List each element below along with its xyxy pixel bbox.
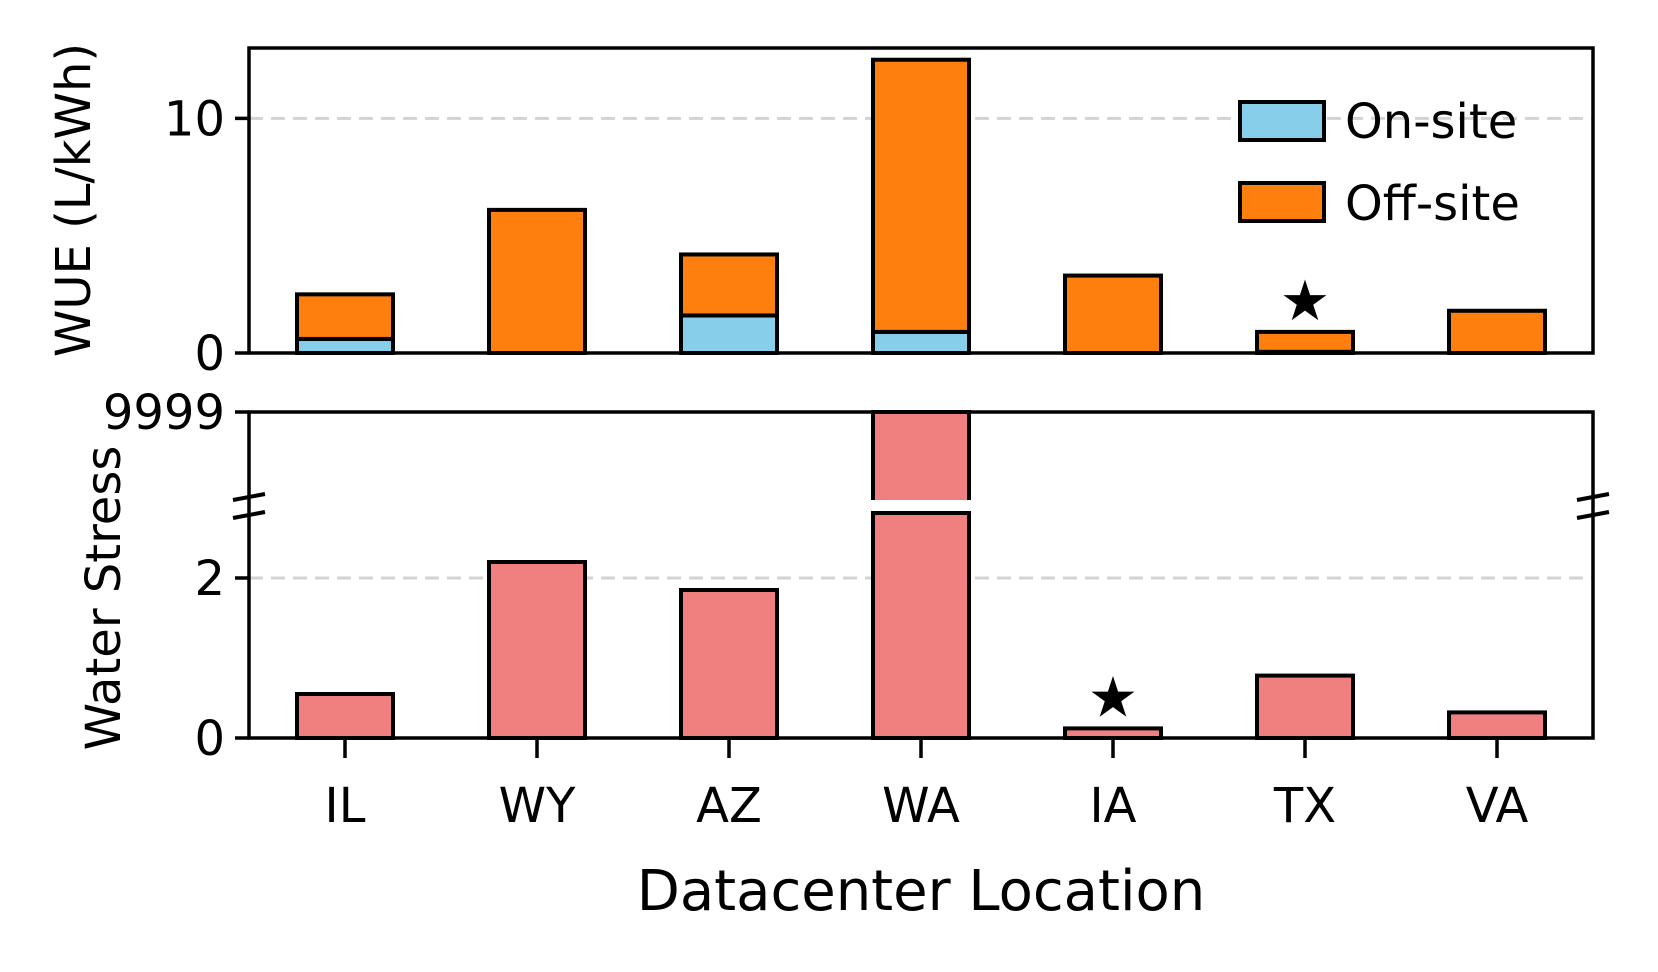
bar-water-stress-tx — [1255, 673, 1355, 740]
bar-water-stress-va — [1447, 710, 1547, 741]
x-tick-label-wa: WA — [882, 778, 960, 834]
star-icon: ★ — [1088, 665, 1138, 730]
bar-water-stress-il — [295, 692, 395, 740]
x-tick-label-wy: WY — [499, 778, 576, 834]
star-icon: ★ — [1280, 269, 1330, 334]
bottom-y-axis-label: Water Stress — [76, 446, 132, 751]
bar-off-site-ia — [1063, 273, 1163, 356]
top-y-tick-label-10: 10 — [164, 91, 225, 147]
bottom-y-ticks: 0 2 9999 — [103, 385, 249, 767]
x-axis-label: Datacenter Location — [637, 859, 1206, 924]
bar-on-site-az — [679, 313, 779, 356]
x-tick-label-ia: IA — [1090, 778, 1137, 834]
top-y-ticks: 0 10 — [164, 91, 249, 382]
bar-break-gap-wa — [870, 500, 972, 511]
bottom-y-tick-label-9999: 9999 — [103, 385, 225, 441]
bar-off-site-az — [679, 252, 779, 318]
bar-off-site-tx — [1255, 329, 1355, 354]
top-annotations: ★ — [1280, 269, 1330, 334]
bottom-bars — [295, 410, 1547, 741]
x-tick-label-il: IL — [325, 778, 366, 834]
bar-water-stress-wy — [487, 560, 587, 740]
top-plot-frame — [247, 46, 1595, 355]
x-tick-label-va: VA — [1466, 778, 1529, 834]
top-bars — [295, 57, 1547, 356]
axis-break-marks — [232, 492, 1610, 520]
bar-water-stress-az — [679, 588, 779, 740]
top-y-tick-label-0: 0 — [194, 326, 225, 382]
bar-on-site-wa — [871, 329, 971, 355]
bar-on-site-il — [295, 336, 395, 355]
bar-off-site-wy — [487, 207, 587, 355]
legend-label-on-site: On-site — [1345, 94, 1517, 150]
axis-break-mark-right — [1576, 492, 1610, 520]
axis-break-mark-left — [232, 492, 266, 520]
legend-swatch-on-site — [1238, 100, 1326, 142]
bottom-annotations: ★ — [1088, 665, 1138, 730]
x-tick-label-tx: TX — [1273, 778, 1336, 834]
x-ticks: IL WY AZ WA IA TX VA — [325, 738, 1529, 834]
bar-water-stress-wa — [871, 511, 971, 740]
bar-off-site-wa — [871, 57, 971, 334]
bottom-y-tick-label-0: 0 — [194, 711, 225, 767]
bottom-y-tick-label-2: 2 — [194, 551, 225, 607]
legend-swatch-off-site — [1238, 181, 1326, 223]
top-y-axis-label: WUE (L/kWh) — [46, 43, 102, 357]
legend: On-site Off-site — [1238, 94, 1520, 232]
legend-label-off-site: Off-site — [1345, 176, 1520, 232]
x-tick-label-az: AZ — [696, 778, 762, 834]
bar-off-site-il — [295, 292, 395, 341]
bar-off-site-va — [1447, 308, 1547, 355]
bar-water-stress-wa-upper — [871, 410, 971, 504]
